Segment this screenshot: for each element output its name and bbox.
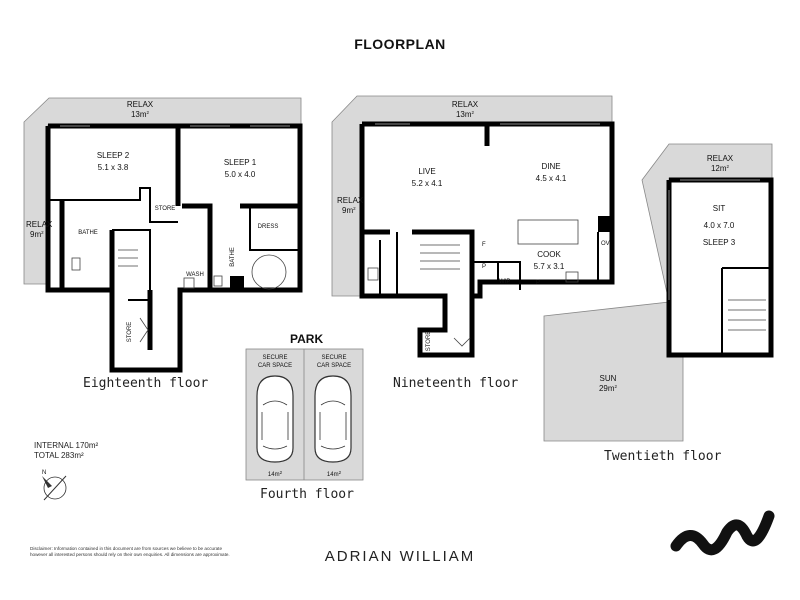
live-dims: 5.2 x 4.1 [412,179,443,188]
svg-text:13m2: 13m2 [131,110,150,119]
car-icon [314,375,352,463]
svg-text:14m2: 14m2 [268,470,283,478]
wash-label: WASH [186,272,204,278]
internal-area: INTERNAL 170m² [34,441,99,450]
nineteenth-floor-plan: RELAX 13m2 LIVE 5.2 x 4.1 DINE 4.5 x 4.1… [331,95,615,358]
car-space-1-line1: SECURE [262,355,287,361]
sit-dims: 4.0 x 7.0 [704,221,735,230]
sun-area: 29m [599,384,615,393]
brand-logo-icon [670,510,775,556]
fridge-label: F [482,242,486,248]
dine-label: DINE [541,162,560,171]
eighteenth-store2-label: STORE [127,322,133,343]
nineteenth-relax-top-area: 13m [456,110,472,119]
compass-icon: N [42,470,67,501]
nineteenth-floor-label: Nineteenth floor [393,376,519,391]
live-label: LIVE [418,167,435,176]
dress-label: DRESS [258,224,279,230]
balcony-twentieth [543,143,773,442]
svg-text:29m2: 29m2 [599,384,618,393]
car-space-2-line1: SECURE [321,355,346,361]
nineteenth-relax-top-label: RELAX [452,100,479,109]
twentieth-floor-plan: RELAX 12m2 SIT 4.0 x 7.0 SLEEP 3 SUN 29m… [543,143,774,442]
eighteenth-relax-top-label: RELAX [127,100,154,109]
sleep1-dims: 5.0 x 4.0 [225,170,256,179]
svg-text:9m2: 9m2 [30,230,44,239]
kitchen-island [517,219,579,245]
twentieth-relax-label: RELAX [707,154,734,163]
cook-dims: 5.7 x 3.1 [534,262,565,271]
fourth-floor-label: Fourth floor [260,487,354,502]
nineteenth-store-label: STORE [426,331,432,352]
nineteenth-relax-left-label: RELAX [337,196,364,205]
compass-north-label: N [42,470,46,476]
car-space-2-area: 14m [327,472,339,478]
wip-label: WIP [499,279,510,285]
eighteenth-floor-label: Eighteenth floor [83,376,209,391]
fourth-floor-parking: SECURE CAR SPACE 14m2 SECURE CAR SPACE 1… [245,348,364,481]
car-space-2-line2: CAR SPACE [317,363,351,369]
twentieth-floor-label: Twentieth floor [604,449,722,464]
eighteenth-store-label: STORE [155,206,176,212]
page-title: FLOORPLAN [354,36,446,52]
twentieth-relax-area: 12m [711,164,727,173]
car-space-1-line2: CAR SPACE [258,363,292,369]
oven-label: OV [601,241,610,247]
eighteenth-floor-plan: RELAX 13m2 SLEEP 2 5.1 x 3.8 SLEEP 1 5.0… [23,97,303,373]
svg-text:13m2: 13m2 [456,110,475,119]
park-title: PARK [290,332,324,346]
sun-label: SUN [600,374,617,383]
pantry-label-2: P [536,280,540,286]
sleep2-dims: 5.1 x 3.8 [98,163,129,172]
total-area: TOTAL 283m² [34,451,84,460]
sleep1-label: SLEEP 1 [224,158,257,167]
sleep3-label: SLEEP 3 [703,238,736,247]
eighteenth-bathe-label: BATHE [78,230,98,236]
sit-label: SIT [713,204,726,213]
nineteenth-relax-left-area: 9m [342,206,353,215]
eighteenth-relax-top-area: 13m [131,110,147,119]
pantry-label-1: P [482,264,486,270]
brand-name: ADRIAN WILLIAM [324,548,476,565]
eighteenth-relax-left-area: 9m [30,230,41,239]
disclaimer-text: Disclaimer: Information contained in thi… [30,546,230,557]
eighteenth-relax-left-label: RELAX [26,220,53,229]
svg-text:9m2: 9m2 [342,206,356,215]
dine-dims: 4.5 x 4.1 [536,174,567,183]
sleep2-label: SLEEP 2 [97,151,130,160]
car-space-1-area: 14m [268,472,280,478]
svg-text:12m2: 12m2 [711,164,730,173]
cook-label: COOK [537,250,561,259]
svg-text:14m2: 14m2 [327,470,342,478]
eighteenth-bathe2-label: BATHE [230,247,236,267]
car-icon [256,375,294,463]
